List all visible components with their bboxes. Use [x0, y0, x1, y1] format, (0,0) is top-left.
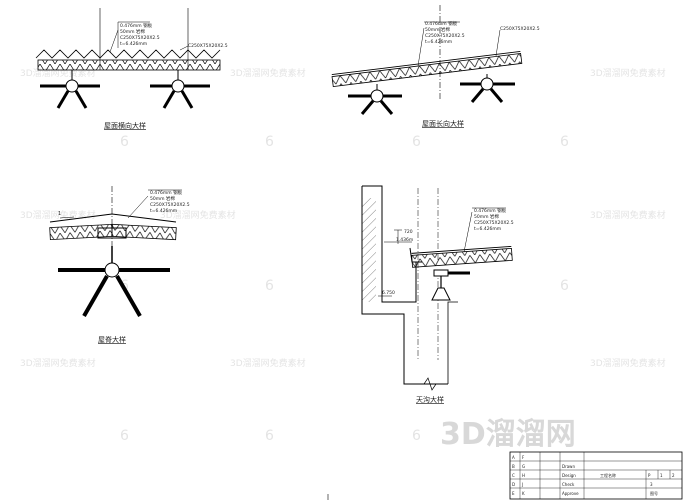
note-steel-sheet: 0.476mm 钢板 [150, 189, 183, 196]
tb-project-name: 工程名称 [600, 472, 616, 478]
watermark-tile: 3D溜溜网免费素材 [590, 67, 666, 79]
elevation-gutter-top: 1.436m [396, 237, 413, 243]
support-node [58, 246, 170, 317]
tb-cell: J [521, 482, 523, 487]
tb-cell: H [522, 473, 525, 478]
watermark-logo: 6 [412, 134, 421, 150]
watermark-logo: 6 [560, 278, 569, 294]
detail-gutter: 720 1.436m 6.750 0.476mm 钢板 50mm 岩棉 C250… [361, 185, 514, 404]
note-insulation: 50mm 岩棉 [120, 28, 145, 35]
elevation-gutter-bottom: 6.750 [382, 290, 395, 296]
note-thickness: t=6.426mm [150, 208, 177, 214]
note-thickness: t=6.426mm [474, 226, 501, 232]
tb-cell: 2 [672, 473, 675, 478]
title-roof-longitudinal: 屋面长向大样 [422, 119, 464, 128]
note-purlin: C250X75X20X2.5 [120, 35, 160, 41]
support-node [460, 74, 515, 103]
support-node [431, 269, 470, 301]
watermark-tile: 3D溜溜网免费素材 [20, 209, 96, 221]
detail-roof-transverse: 0.476mm 钢板 50mm 岩棉 C250X75X20X2.5 t=6.42… [35, 8, 228, 130]
watermark-tile: 3D溜溜网免费素材 [590, 357, 666, 369]
tb-cell: D [512, 482, 515, 487]
tb-cell: A [512, 455, 515, 460]
tb-cell: P [648, 473, 651, 478]
title-ridge: 屋脊大样 [98, 335, 126, 344]
note-insulation: 50mm 岩棉 [474, 213, 499, 220]
note-purlin: C250X75X20X2.5 [425, 33, 465, 39]
note-steel-sheet: 0.476mm 钢板 [474, 207, 507, 214]
title-gutter: 天沟大样 [416, 395, 444, 404]
watermark-logo: 6 [265, 278, 274, 294]
detail-ridge: 1 0.476mm 钢板 50mm 岩棉 C250X75X20X2.5 t=6.… [49, 186, 190, 344]
support-node [40, 70, 100, 109]
watermark-logo: 6 [412, 428, 421, 444]
note-steel-sheet: 0.476mm 钢板 [425, 20, 458, 27]
title-roof-transverse: 屋面横向大样 [104, 121, 146, 130]
watermark-layer: 3D溜溜网免费素材 3D溜溜网免费素材 3D溜溜网免费素材 3D溜溜网免费素材 … [20, 67, 666, 444]
note-insulation: 50mm 岩棉 [150, 195, 175, 202]
note-thickness: t=6.426mm [120, 41, 147, 47]
watermark-brand: 3D溜溜网 [440, 417, 576, 452]
note-thickness: t=6.426mm [425, 39, 452, 45]
watermark-tile: 3D溜溜网免费素材 [160, 209, 236, 221]
tb-cell: Check [562, 482, 575, 487]
tb-cell: G [522, 464, 525, 469]
watermark-logo: 6 [560, 134, 569, 150]
note-purlin: C250X75X20X2.5 [150, 202, 190, 208]
note-purlin-right: C250X75X20X2.5 [500, 26, 540, 32]
tb-cell: B [512, 464, 515, 469]
tb-drawing-no: 图号 [650, 490, 658, 496]
tb-cell: F [522, 455, 525, 460]
detail-roof-longitudinal: 0.476mm 钢板 50mm 岩棉 C250X75X20X2.5 t=6.42… [331, 5, 540, 128]
note-purlin: C250X75X20X2.5 [474, 220, 514, 226]
tb-cell: 1 [660, 473, 663, 478]
watermark-tile: 3D溜溜网免费素材 [230, 357, 306, 369]
tb-cell: Design [562, 473, 576, 478]
tb-cell: Drawn [562, 464, 575, 469]
watermark-tile: 3D溜溜网免费素材 [20, 357, 96, 369]
tb-cell: 3 [650, 482, 653, 487]
watermark-logo: 6 [265, 428, 274, 444]
watermark-logo: 6 [120, 134, 129, 150]
note-steel-sheet: 0.476mm 钢板 [120, 22, 153, 29]
tb-cell: K [522, 491, 525, 496]
support-node [150, 70, 210, 109]
tb-cell: Approve [562, 491, 579, 496]
note-insulation: 50mm 岩棉 [425, 26, 450, 33]
watermark-tile: 3D溜溜网免费素材 [590, 209, 666, 221]
tb-cell: E [512, 491, 515, 496]
watermark-logo: 6 [265, 134, 274, 150]
support-node [348, 84, 402, 115]
ridge-dim-mark: 1 [58, 211, 61, 217]
watermark-logo: 6 [120, 428, 129, 444]
title-block: A B C D E F G H J K Drawn Design Check A… [509, 451, 683, 500]
watermark-tile: 3D溜溜网免费素材 [230, 67, 306, 79]
tb-cell: C [512, 473, 515, 478]
elevation-offset: 720 [404, 229, 413, 235]
note-purlin-right: C250X75X20X2.5 [188, 43, 228, 49]
